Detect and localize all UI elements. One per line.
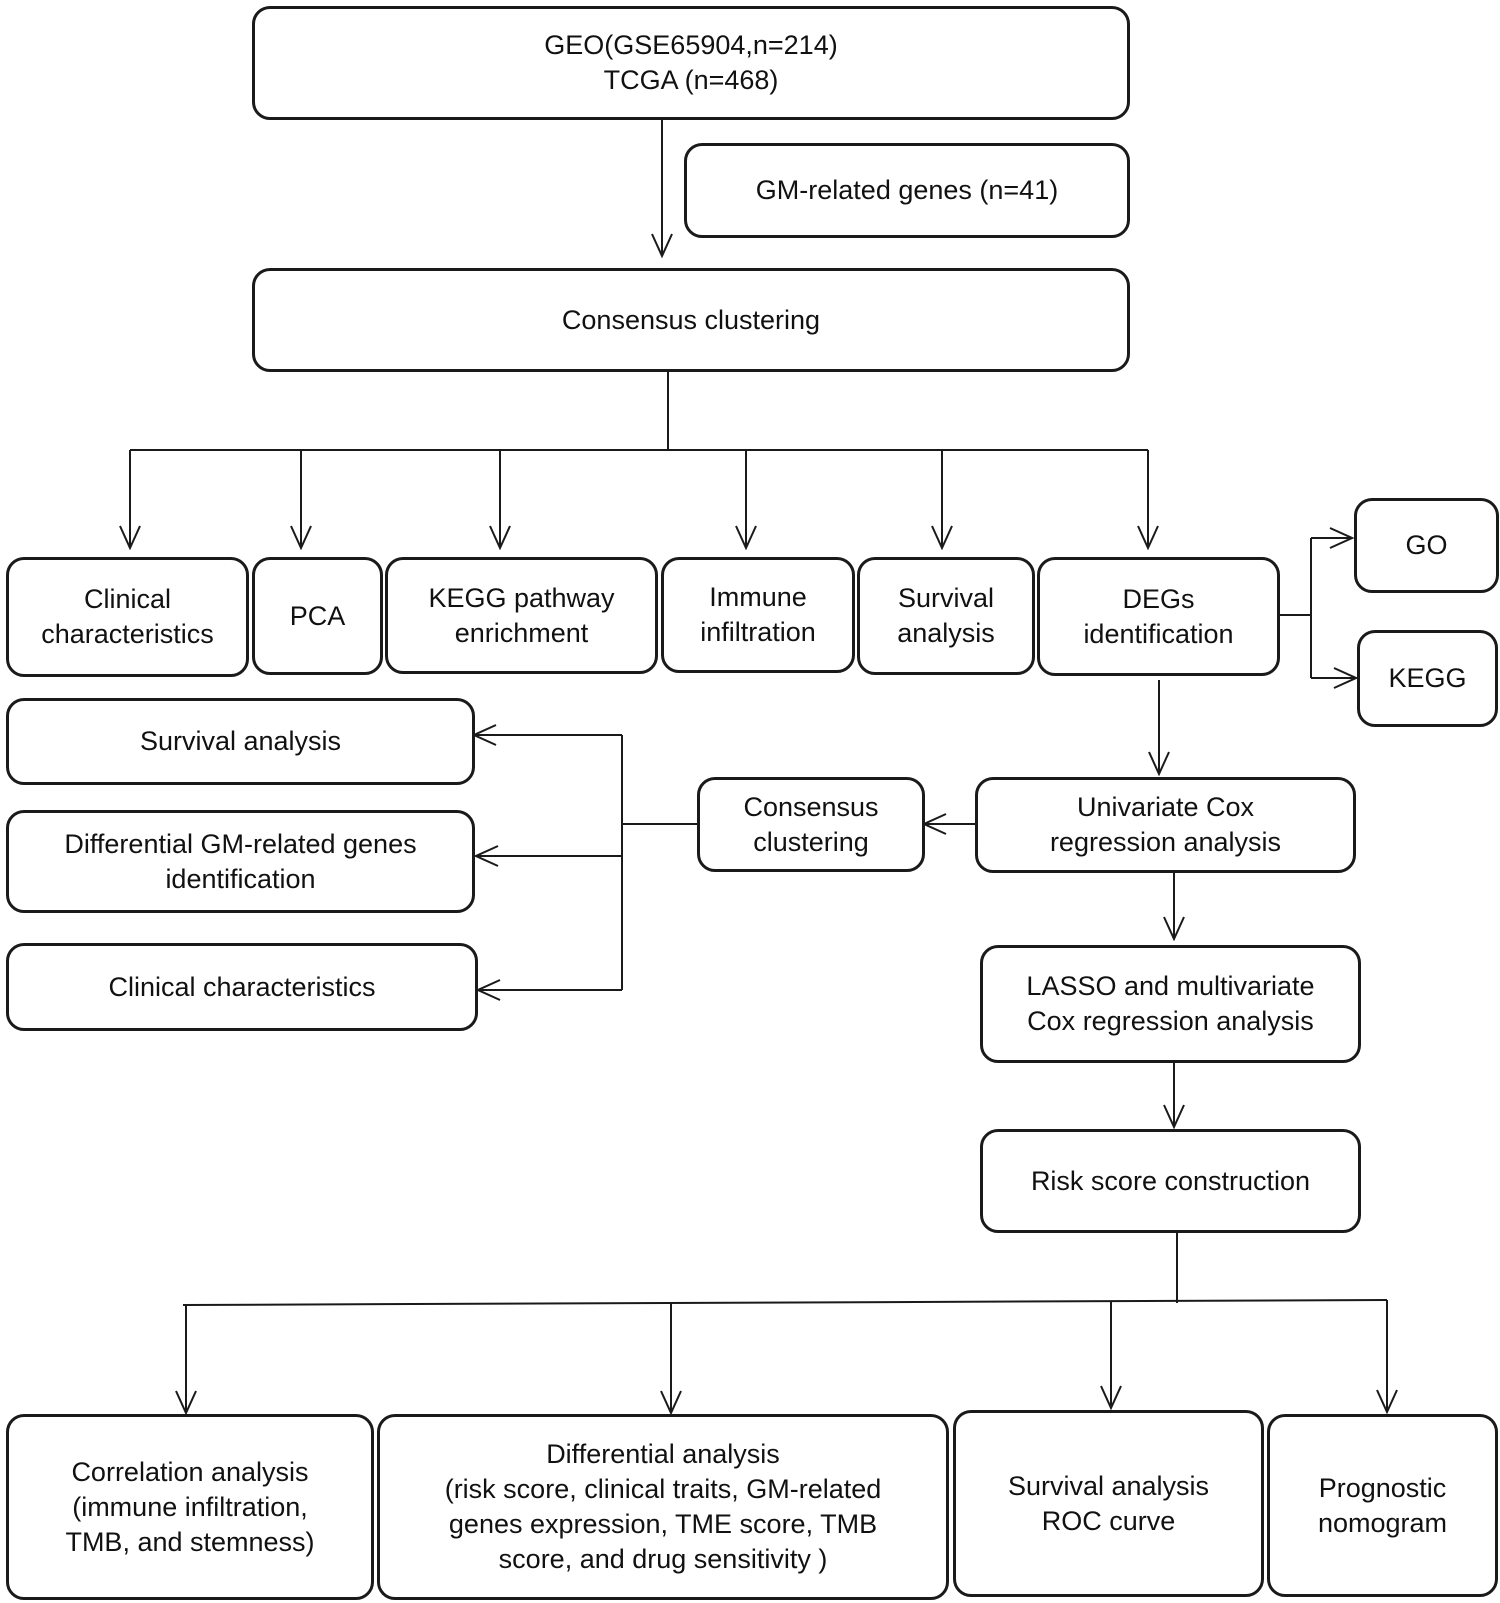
node-degs: DEGs identification <box>1037 557 1280 676</box>
node-go-label: GO <box>1405 530 1448 560</box>
node-immune: Immune infiltration <box>661 557 855 673</box>
node-kegg-pathway-label: KEGG pathway enrichment <box>428 582 615 648</box>
node-pca-label: PCA <box>289 600 346 631</box>
node-consensus-top: Consensus clustering <box>252 268 1130 372</box>
node-gm-genes: GM-related genes (n=41) <box>684 143 1130 238</box>
node-pca: PCA <box>252 557 383 675</box>
node-consensus-top-label: Consensus clustering <box>561 304 821 335</box>
node-differential-label: Differential analysis (risk score, clini… <box>444 1439 882 1574</box>
node-survival-roc-label: Survival analysis ROC curve <box>1007 1470 1210 1536</box>
node-go: GO <box>1354 498 1499 593</box>
node-geo-tcga-label: GEO(GSE65904,n=214) TCGA (n=468) <box>544 30 838 95</box>
node-survival-roc: Survival analysis ROC curve <box>953 1410 1264 1597</box>
node-gm-genes-label: GM-related genes (n=41) <box>755 175 1059 205</box>
node-diff-gm: Differential GM-related genes identifica… <box>6 810 475 913</box>
node-univariate-label: Univariate Cox regression analysis <box>1049 792 1282 857</box>
node-clinical: Clinical characteristics <box>6 557 249 677</box>
node-degs-label: DEGs identification <box>1083 583 1234 649</box>
node-lasso: LASSO and multivariate Cox regression an… <box>980 945 1361 1063</box>
node-survival-left: Survival analysis <box>6 698 475 785</box>
connector-risk-bus <box>182 1299 1388 1306</box>
node-nomogram-label: Prognostic nomogram <box>1317 1472 1448 1538</box>
node-survival-left-label: Survival analysis <box>139 726 342 756</box>
node-correlation-label: Correlation analysis (immune infiltratio… <box>65 1456 315 1557</box>
node-survival-top: Survival analysis <box>857 557 1035 675</box>
node-consensus-mid-label: Consensus clustering <box>743 791 879 857</box>
node-univariate: Univariate Cox regression analysis <box>975 777 1356 873</box>
node-clinical-left-label: Clinical characteristics <box>108 971 376 1002</box>
node-consensus-mid: Consensus clustering <box>697 777 925 872</box>
node-kegg-pathway: KEGG pathway enrichment <box>385 557 658 674</box>
node-diff-gm-label: Differential GM-related genes identifica… <box>64 828 417 894</box>
node-clinical-label: Clinical characteristics <box>41 584 214 649</box>
node-kegg-label: KEGG <box>1388 663 1467 693</box>
node-differential: Differential analysis (risk score, clini… <box>377 1414 949 1600</box>
node-nomogram: Prognostic nomogram <box>1267 1414 1498 1597</box>
node-clinical-left: Clinical characteristics <box>6 943 478 1031</box>
node-kegg: KEGG <box>1357 630 1498 727</box>
node-correlation: Correlation analysis (immune infiltratio… <box>6 1414 374 1600</box>
node-survival-top-label: Survival analysis <box>897 583 995 648</box>
node-lasso-label: LASSO and multivariate Cox regression an… <box>1026 971 1315 1036</box>
node-risk-score-label: Risk score construction <box>1030 1165 1311 1196</box>
node-risk-score: Risk score construction <box>980 1129 1361 1233</box>
node-immune-label: Immune infiltration <box>700 582 816 647</box>
node-geo-tcga: GEO(GSE65904,n=214) TCGA (n=468) <box>252 6 1130 120</box>
